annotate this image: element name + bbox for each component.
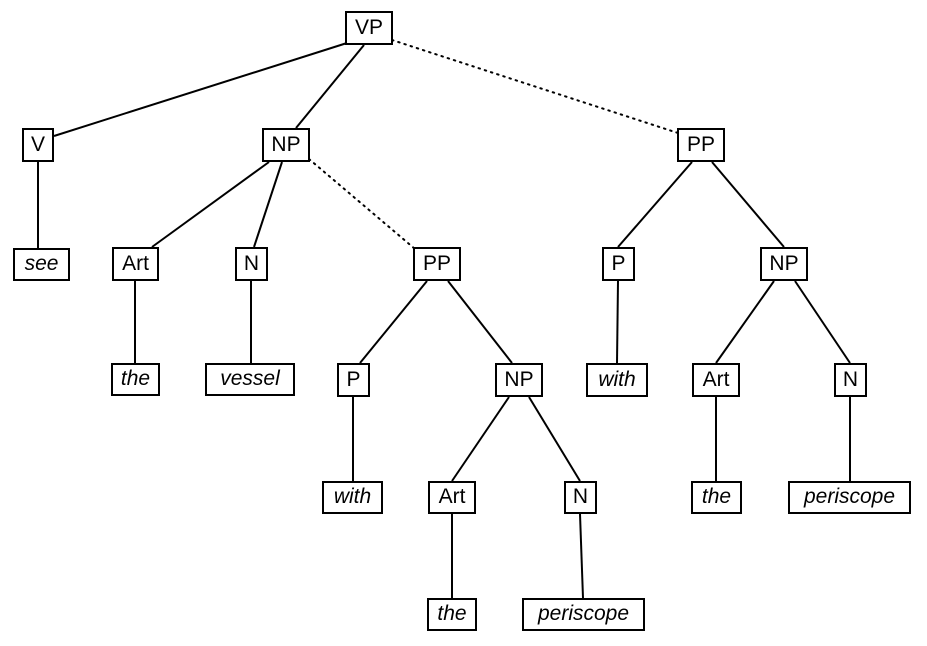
tree-edge-np1-to-n1: [253, 161, 283, 248]
tree-node-art1[interactable]: Art: [112, 247, 159, 281]
tree-edge-n_mid-to-peri_m: [579, 513, 584, 599]
tree-node-label: N: [842, 367, 859, 391]
tree-edge-vp-to-np1: [295, 44, 365, 129]
tree-node-art_mid[interactable]: Art: [428, 481, 476, 514]
tree-node-label: V: [30, 132, 45, 156]
tree-node-peri_r[interactable]: periscope: [788, 481, 911, 514]
tree-node-label: N: [572, 485, 589, 508]
tree-node-label: NP: [504, 367, 534, 391]
tree-node-label: with: [598, 367, 636, 391]
tree-node-vessel[interactable]: vessel: [205, 363, 295, 396]
tree-node-peri_m[interactable]: periscope: [522, 598, 645, 631]
tree-node-label: P: [611, 251, 626, 275]
tree-edge-pp_mid-to-np_mid: [447, 280, 513, 364]
tree-node-label: NP: [769, 251, 799, 275]
tree-node-label: the: [120, 367, 151, 390]
tree-node-with_m[interactable]: with: [322, 481, 383, 514]
tree-node-label: Art: [702, 367, 730, 391]
tree-node-n_right[interactable]: N: [834, 363, 867, 397]
tree-node-label: the: [701, 485, 732, 508]
tree-edge-p_right-to-with_r: [616, 280, 619, 364]
tree-node-pp_right[interactable]: PP: [677, 128, 725, 162]
tree-edge-pp_right-to-p_right: [617, 161, 693, 248]
tree-node-np_right[interactable]: NP: [760, 247, 808, 281]
tree-node-label: with: [333, 485, 372, 508]
tree-node-label: NP: [271, 132, 301, 156]
tree-node-label: N: [243, 251, 260, 275]
tree-node-label: the: [437, 602, 467, 625]
tree-node-n_mid[interactable]: N: [564, 481, 597, 514]
tree-edge-np_right-to-n_right: [794, 280, 851, 364]
tree-node-pp_mid[interactable]: PP: [413, 247, 461, 281]
tree-node-label: periscope: [803, 485, 896, 508]
tree-edge-vp-to-v: [53, 42, 348, 137]
tree-node-p_mid[interactable]: P: [337, 363, 370, 397]
tree-edge-pp_mid-to-p_mid: [359, 280, 428, 364]
tree-node-label: vessel: [220, 367, 280, 390]
tree-edge-pp_right-to-np_right: [711, 161, 785, 248]
tree-node-label: PP: [422, 251, 451, 275]
tree-node-art_right[interactable]: Art: [692, 363, 740, 397]
tree-edge-np1-to-art1: [151, 161, 270, 248]
tree-edge-vp-to-pp_right: [391, 39, 679, 134]
tree-node-v[interactable]: V: [22, 128, 54, 162]
tree-node-label: VP: [354, 15, 383, 39]
tree-node-label: see: [24, 252, 59, 275]
tree-node-the_r[interactable]: the: [691, 481, 742, 514]
tree-node-label: periscope: [537, 602, 630, 625]
tree-node-label: Art: [122, 251, 149, 275]
tree-node-n1[interactable]: N: [235, 247, 268, 281]
tree-node-vp[interactable]: VP: [345, 11, 393, 45]
tree-edge-np_mid-to-n_mid: [528, 396, 581, 482]
tree-node-label: Art: [438, 485, 466, 508]
tree-node-the1[interactable]: the: [111, 363, 160, 396]
tree-edge-np_right-to-art_right: [715, 280, 775, 364]
tree-edge-np_mid-to-art_mid: [451, 396, 510, 482]
tree-node-np1[interactable]: NP: [262, 128, 310, 162]
tree-node-label: P: [346, 367, 361, 391]
tree-node-with_r[interactable]: with: [586, 363, 648, 397]
tree-edge-np1-to-pp_mid: [308, 158, 416, 250]
tree-node-the_m[interactable]: the: [427, 598, 477, 631]
tree-node-see[interactable]: see: [13, 248, 70, 281]
tree-node-np_mid[interactable]: NP: [495, 363, 543, 397]
tree-node-label: PP: [686, 132, 715, 156]
edges-group: [37, 39, 851, 599]
tree-node-p_right[interactable]: P: [602, 247, 635, 281]
